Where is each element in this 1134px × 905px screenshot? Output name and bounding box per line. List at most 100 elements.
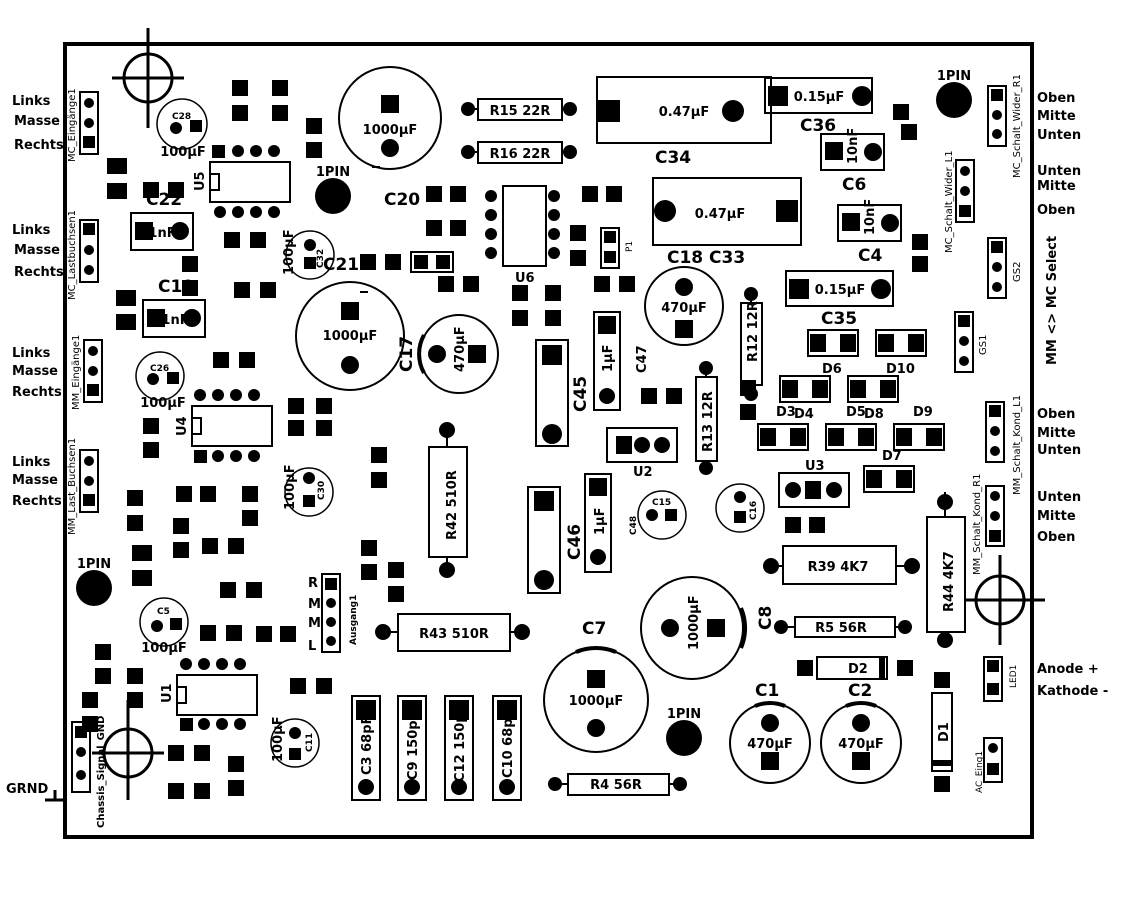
svg-text:AC_Eing1: AC_Eing1: [975, 751, 985, 793]
svg-text:1nF: 1nF: [161, 313, 188, 328]
capacitor-c22: 1nF C22: [130, 190, 194, 251]
svg-text:D10: D10: [886, 362, 915, 377]
svg-text:Mitte: Mitte: [1037, 179, 1076, 194]
pin1-marker: 1PIN: [76, 557, 112, 606]
mounting-hole: [955, 555, 1045, 645]
regulator-u3: U3: [778, 459, 850, 508]
mc-wider-l-labels: Unten Mitte Oben: [1037, 164, 1081, 218]
header-mc-wider-r: MC_Schalt_Wider_R1: [987, 74, 1023, 178]
svg-text:470µF: 470µF: [747, 737, 793, 752]
svg-text:Oben: Oben: [1037, 203, 1075, 218]
svg-text:1µF: 1µF: [593, 508, 608, 536]
svg-text:Mitte: Mitte: [1037, 509, 1076, 524]
elco-c30: 100µF C30: [283, 464, 334, 517]
diode-d8: [825, 423, 877, 451]
jumper-p1: P1: [600, 227, 635, 269]
svg-text:1PIN: 1PIN: [667, 707, 701, 722]
svg-text:U1: U1: [160, 683, 175, 703]
svg-text:Chassis_Signal_GND: Chassis_Signal_GND: [96, 716, 107, 828]
mm-kond-r-labels: Unten Mitte Oben: [1037, 490, 1081, 545]
svg-text:R13 12R: R13 12R: [701, 391, 716, 452]
svg-text:C35: C35: [821, 309, 857, 329]
header-mm-load: MM_Last_Buchsen1: [67, 438, 99, 535]
svg-text:C15: C15: [652, 498, 671, 508]
svg-text:Oben: Oben: [1037, 530, 1075, 545]
svg-text:Kathode -: Kathode -: [1037, 684, 1108, 699]
ic-u1: U1: [160, 658, 258, 731]
svg-text:Links: Links: [12, 223, 51, 238]
header-mc-inputs: MC_Eingänge1: [67, 88, 99, 162]
grnd-label: GRND: [6, 782, 49, 797]
resistor-r4: R4 56R: [548, 773, 687, 796]
svg-text:D8: D8: [864, 407, 884, 422]
resistor-r44: R44 4K7: [926, 492, 966, 648]
smd-pads: [82, 80, 928, 799]
svg-text:C12 150pF: C12 150pF: [453, 705, 468, 782]
svg-text:D1: D1: [937, 722, 952, 742]
diode-d6: D6: [807, 329, 859, 377]
svg-text:C46: C46: [565, 524, 585, 560]
diode-d2: D2: [797, 656, 913, 680]
svg-text:D9: D9: [913, 405, 933, 420]
mm-load-labels: Links Masse Rechts: [12, 455, 62, 509]
header-ausgang: R M M L Ausgang1: [308, 573, 359, 654]
header-chassis-gnd: Chassis_Signal_GND: [71, 716, 107, 828]
ic-u5: U5: [193, 145, 291, 218]
elco-c26: C26 100µF: [135, 351, 186, 411]
svg-text:D5: D5: [846, 405, 866, 420]
capacitor-c19: 1nF C19: [142, 277, 206, 338]
svg-text:C20: C20: [384, 190, 420, 210]
elco-c7: 1000µF C7: [543, 619, 649, 753]
elco-c18: 470µF: [644, 266, 724, 346]
svg-text:C28: C28: [172, 112, 191, 122]
svg-text:C30: C30: [317, 481, 327, 500]
svg-text:470µF: 470µF: [838, 737, 884, 752]
svg-text:Mitte: Mitte: [1037, 426, 1076, 441]
svg-text:1000µF: 1000µF: [687, 595, 702, 650]
capacitor-c10: C10 68pF: [492, 695, 522, 801]
mc-wider-r-labels: Oben Mitte Unten: [1037, 91, 1081, 143]
mc-inputs-labels: Links Masse Rechts: [12, 94, 64, 153]
regulator-u2: U2: [606, 427, 678, 480]
svg-text:1000µF: 1000µF: [363, 123, 418, 138]
svg-text:Rechts: Rechts: [14, 265, 64, 280]
pin1-marker: 1PIN: [315, 165, 351, 214]
svg-text:C17: C17: [397, 336, 417, 372]
svg-text:10nF: 10nF: [863, 199, 878, 235]
svg-text:U5: U5: [193, 171, 208, 191]
svg-text:1000µF: 1000µF: [323, 329, 378, 344]
elco-c20: 1000µF C20: [338, 66, 442, 210]
svg-text:MC_Eingänge1: MC_Eingänge1: [67, 88, 78, 162]
header-mc-load: MC_Lastbuchsen1: [67, 210, 99, 300]
board-outline: [63, 42, 1034, 839]
elco-c21: 1000µF C21: [295, 255, 405, 391]
svg-text:100µF: 100µF: [160, 145, 206, 160]
svg-text:Links: Links: [12, 94, 51, 109]
capacitor-c9: C9 150pF: [397, 695, 427, 801]
jumper-p2: [410, 251, 454, 273]
svg-text:R5 56R: R5 56R: [815, 621, 867, 636]
svg-text:C9 150pF: C9 150pF: [406, 712, 421, 780]
svg-text:C34: C34: [655, 148, 691, 168]
svg-text:100µF: 100µF: [271, 716, 286, 762]
svg-text:Oben: Oben: [1037, 407, 1075, 422]
svg-text:U4: U4: [175, 416, 190, 436]
svg-text:1000µF: 1000µF: [569, 694, 624, 709]
header-ac: AC_Eing1: [975, 737, 1003, 793]
svg-text:100µF: 100µF: [140, 396, 186, 411]
elco-c16: C16: [715, 483, 765, 533]
led-labels: Anode + Kathode -: [1037, 662, 1108, 699]
diode-d9: D9: [913, 405, 933, 420]
svg-text:470µF: 470µF: [453, 326, 468, 372]
svg-text:C6: C6: [842, 175, 866, 195]
elco-c28: C28 100µF: [156, 98, 208, 160]
svg-text:100µF: 100µF: [283, 464, 298, 510]
svg-text:Links: Links: [12, 455, 51, 470]
header-mc-wider-l: MC_Schalt_Wider_L1: [944, 150, 975, 253]
svg-text:R16 22R: R16 22R: [490, 147, 551, 162]
svg-text:R43 510R: R43 510R: [419, 627, 489, 642]
capacitor-c46-body: [527, 486, 561, 594]
svg-text:R42 510R: R42 510R: [445, 470, 460, 540]
svg-text:C48: C48: [629, 516, 639, 535]
svg-text:Unten: Unten: [1037, 490, 1081, 505]
